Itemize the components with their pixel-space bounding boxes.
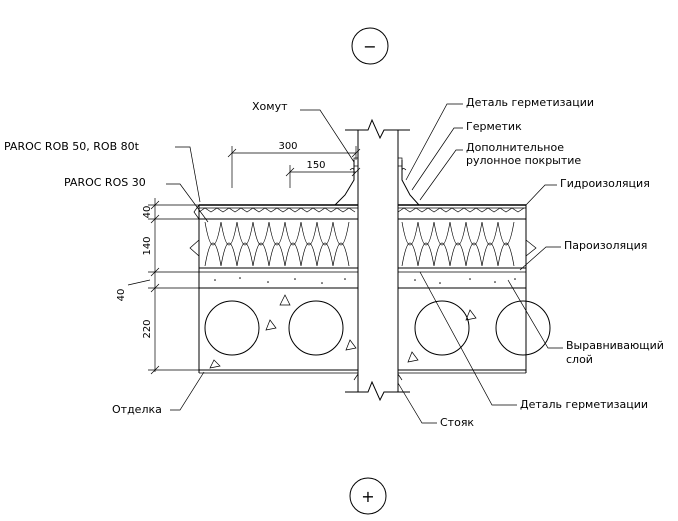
label-khomut-text: Хомут (252, 100, 288, 113)
insulation-hatch-right (397, 207, 525, 267)
label-paroizol-text: Пароизоляция (564, 239, 647, 252)
label-detal-bottom: Деталь герметизации (419, 271, 648, 411)
label-germetik-text: Герметик (466, 120, 522, 133)
label-paroizol: Пароизоляция (519, 239, 647, 271)
roof-layers-right (398, 204, 537, 374)
label-khomut: Хомут (252, 100, 355, 163)
label-paroc-rob-text: PAROC ROB 50, ROB 80t (4, 140, 140, 153)
label-detal-top-text: Деталь герметизации (466, 96, 594, 109)
insulation-hatch-left (198, 207, 356, 267)
dim-150-text: 150 (306, 160, 325, 171)
label-gidro: Гидроизоляция (525, 177, 650, 206)
slab-voids (204, 294, 551, 369)
roof-layers-left (189, 204, 358, 374)
label-vyr-sloy: Выравнивающий слой (507, 279, 664, 366)
label-vyr-line1: Выравнивающий (566, 339, 664, 352)
label-dop-line1: Дополнительное (466, 141, 564, 154)
dim-40-top-text: 40 (142, 206, 153, 219)
label-dop-pokrytie: Дополнительное рулонное покрытие (419, 141, 581, 201)
label-paroc-ros: PAROC ROS 30 (64, 176, 209, 223)
dimension-150: 150 (285, 160, 361, 188)
riser-pipe (345, 118, 410, 402)
dim-220-text: 220 (142, 319, 153, 338)
label-vyr-line2: слой (566, 353, 593, 366)
label-stoyak: Стояк (397, 382, 474, 429)
label-stoyak-text: Стояк (440, 416, 474, 429)
dimension-chain-left: 40 140 40 220 (116, 198, 199, 375)
label-paroc-rob: PAROC ROB 50, ROB 80t (4, 140, 201, 203)
label-dop-line2: рулонное покрытие (466, 154, 581, 167)
label-paroc-ros-text: PAROC ROS 30 (64, 176, 146, 189)
plus-symbol-text: + (361, 487, 374, 506)
label-detal-bottom-text: Деталь герметизации (520, 398, 648, 411)
dimension-300: 300 (227, 141, 361, 188)
minus-symbol: − (351, 27, 389, 65)
dim-40-mid-text: 40 (116, 289, 127, 302)
seal-detail (334, 157, 420, 386)
label-gidro-text: Гидроизоляция (560, 177, 650, 190)
dim-300-text: 300 (278, 141, 297, 152)
label-otdelka-text: Отделка (112, 403, 162, 416)
label-otdelka: Отделка (112, 371, 205, 416)
leveling-layer-dots (214, 277, 516, 284)
label-germetik: Герметик (411, 120, 522, 191)
dim-140-text: 140 (142, 236, 153, 255)
minus-symbol-text: − (363, 37, 376, 56)
label-detal-top: Деталь герметизации (405, 96, 594, 181)
plus-symbol: + (349, 477, 387, 515)
